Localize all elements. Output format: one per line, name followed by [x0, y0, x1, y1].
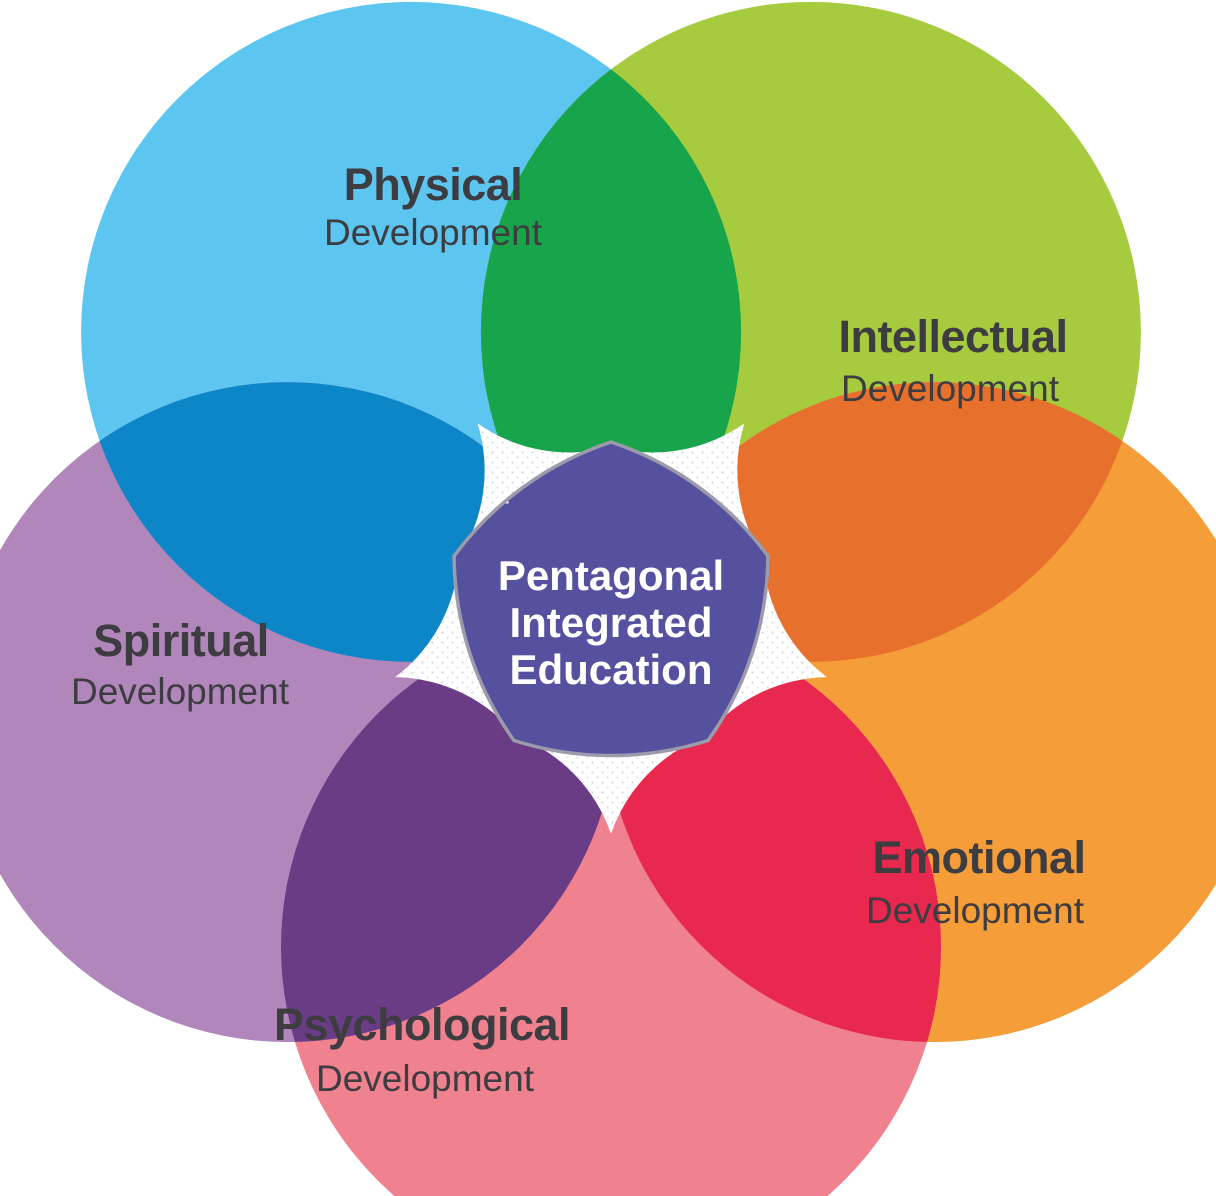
center-title-line3: Education — [509, 646, 712, 693]
psychological-label: Psychological — [274, 999, 570, 1050]
emotional-label: Emotional — [872, 832, 1085, 883]
spiritual-sublabel: Development — [71, 671, 290, 712]
emotional-sublabel: Development — [866, 890, 1085, 931]
psychological-sublabel: Development — [316, 1058, 535, 1099]
physical-sublabel: Development — [324, 212, 543, 253]
center-pentagon — [452, 440, 770, 758]
intellectual-sublabel: Development — [841, 368, 1060, 409]
center-title: Pentagonal Integrated Education — [498, 552, 724, 693]
physical-label: Physical — [344, 159, 523, 210]
center-title-line2: Integrated — [509, 599, 712, 646]
circle-labels: Physical Development Intellectual Develo… — [71, 159, 1086, 1099]
intellectual-label: Intellectual — [838, 311, 1067, 362]
spiritual-label: Spiritual — [93, 615, 269, 666]
center-title-line1: Pentagonal — [498, 552, 724, 599]
